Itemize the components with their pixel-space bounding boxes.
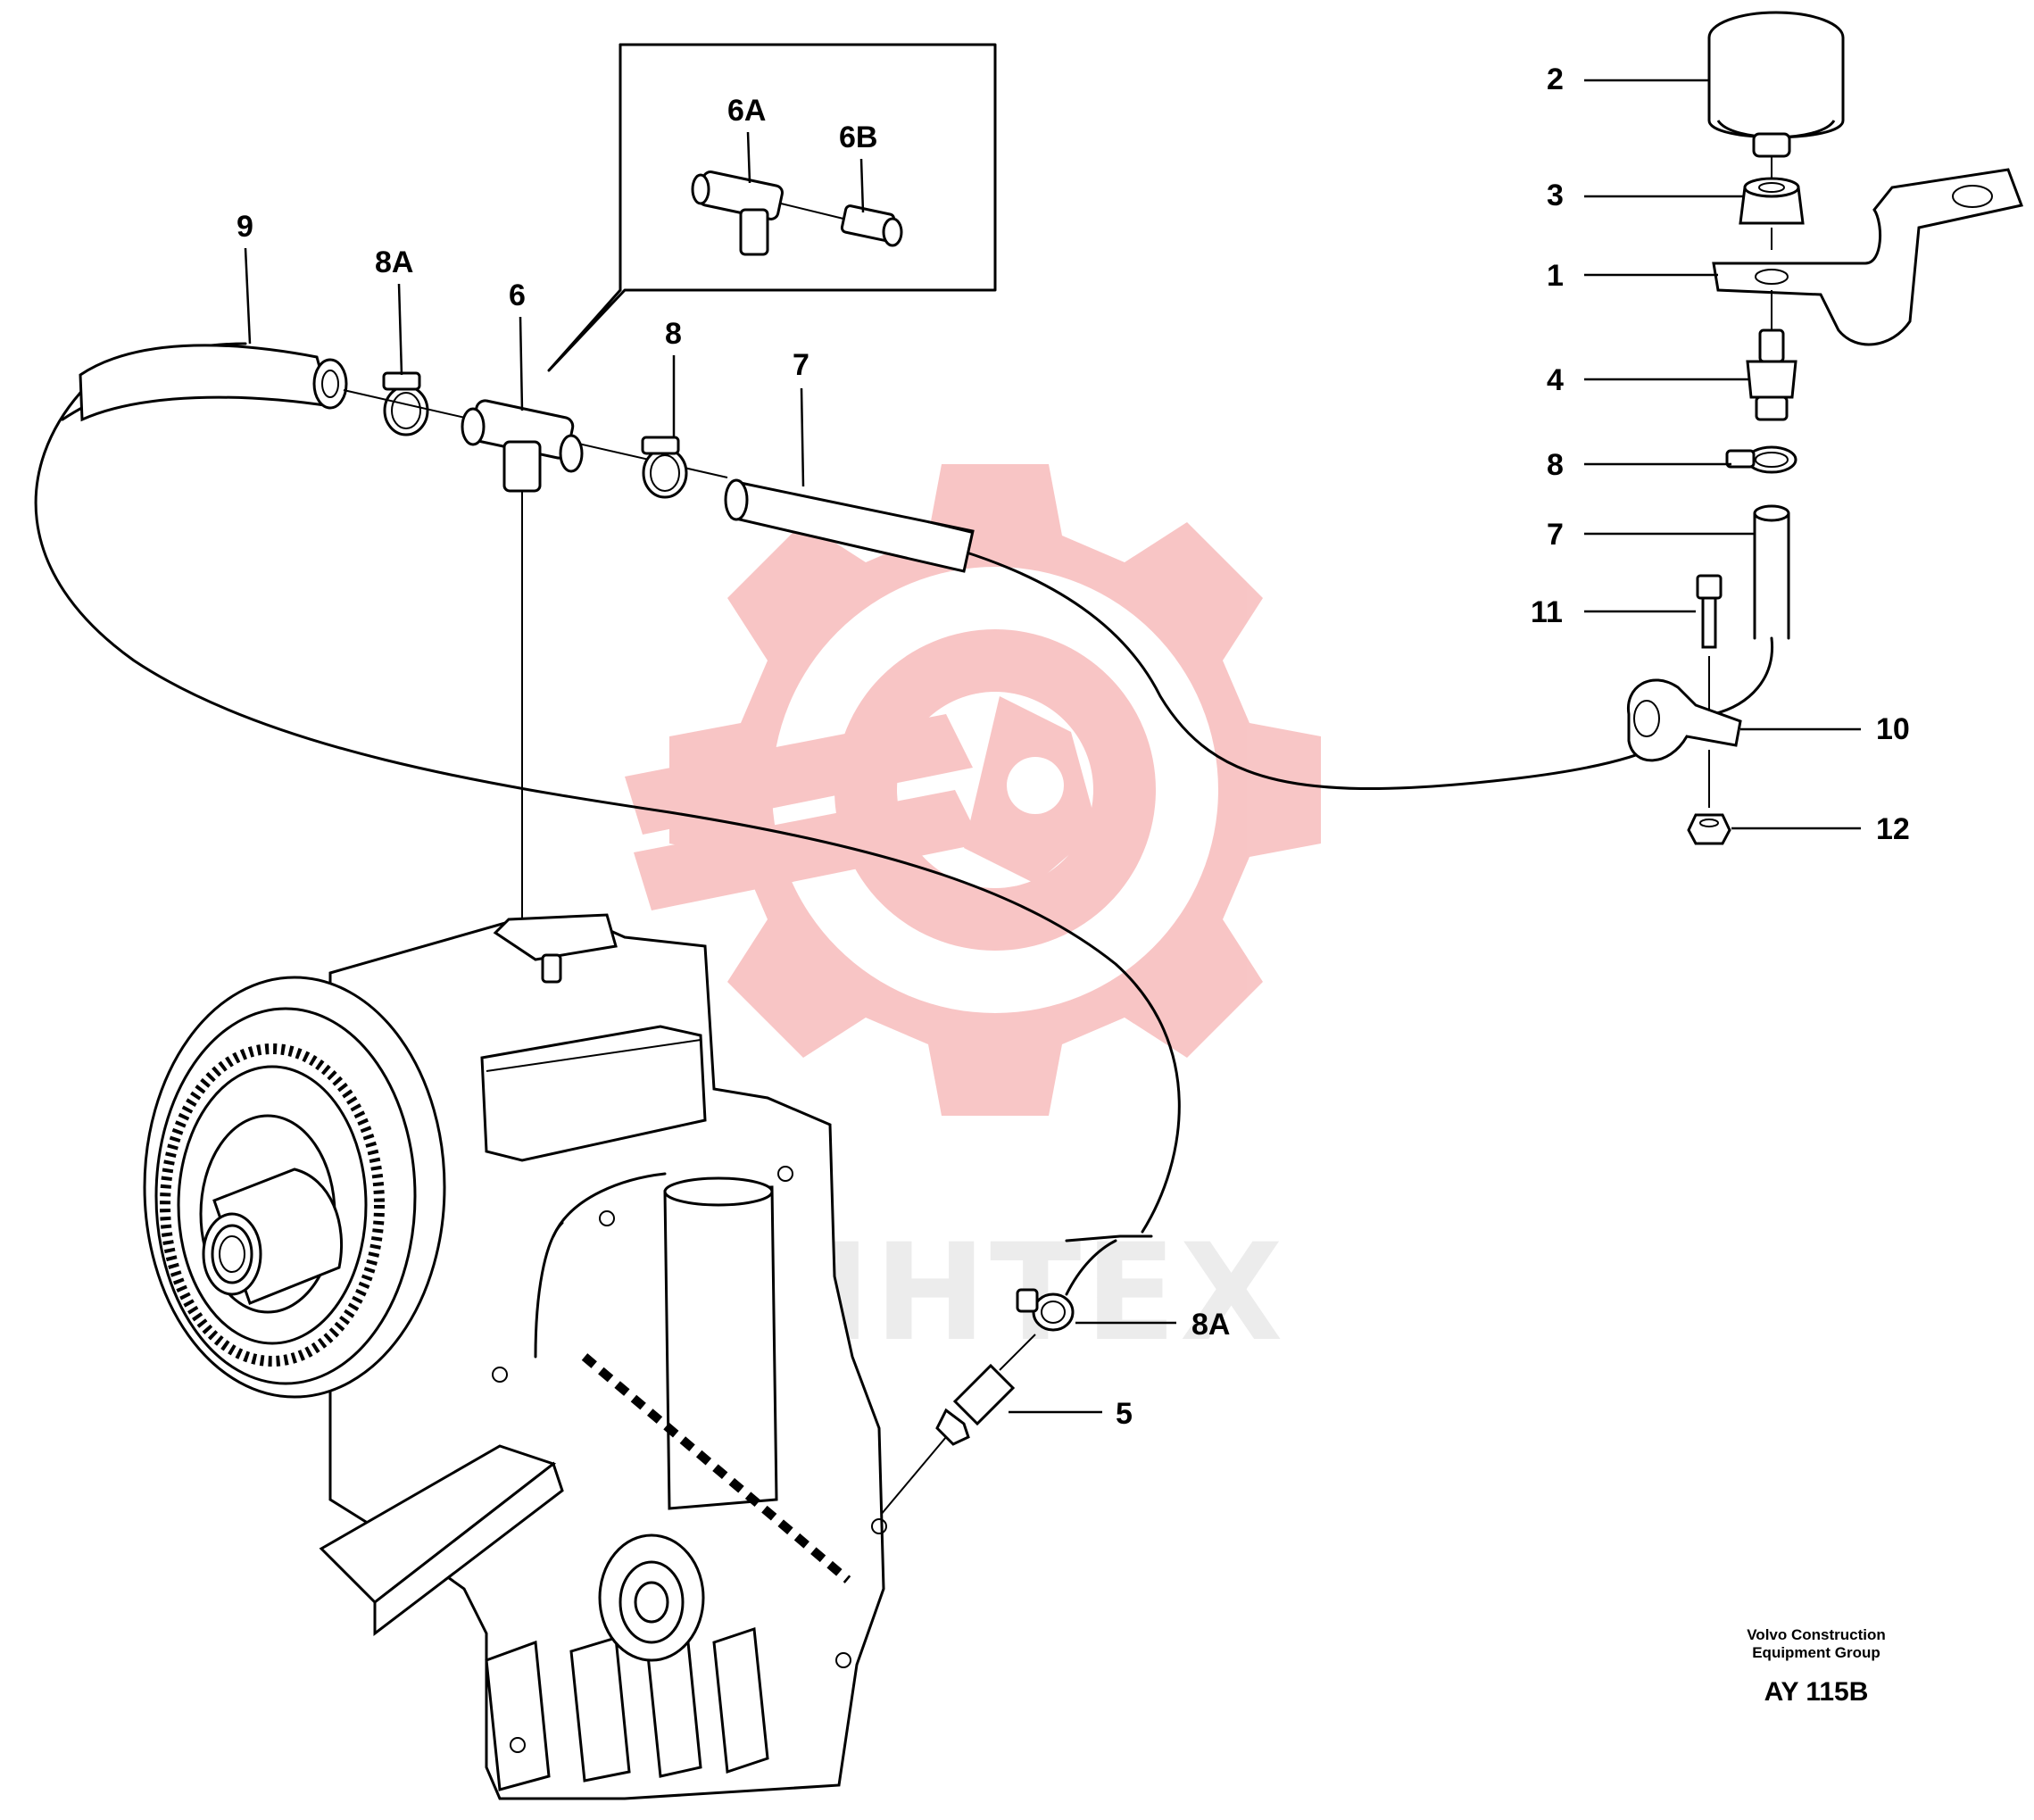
screw-11	[1696, 574, 1723, 649]
inset-box	[547, 43, 997, 372]
gear-wrench-logo-icon	[625, 464, 1321, 1116]
label-3: 3	[1547, 179, 1564, 212]
hose-7-left-part	[724, 478, 975, 573]
label-8-right: 8	[1547, 448, 1564, 482]
drawing-code: AY 115B	[1764, 1677, 1869, 1707]
label-7-left: 7	[793, 348, 809, 382]
part-labels: 9 8A 6 8 7 6A 6B 2 3 1 4 8 7 11 10	[237, 62, 1910, 1431]
hose-clamp-10	[1626, 678, 1742, 762]
flywheel-ring-gear	[143, 976, 446, 1399]
bracket-1	[1712, 168, 2024, 346]
label-8a-bottom: 8A	[1191, 1308, 1230, 1342]
ring-gear-teeth	[160, 1043, 385, 1367]
hose-clamp-8-right	[1725, 445, 1797, 474]
hose-clamp-8a-bottom	[1016, 1288, 1075, 1332]
label-6b: 6B	[839, 121, 877, 154]
label-8-left: 8	[665, 317, 682, 351]
fitting-5	[935, 1363, 1016, 1446]
nipple-4	[1746, 328, 1797, 421]
caption-line-2: Equipment Group	[1752, 1644, 1880, 1661]
label-12: 12	[1876, 812, 1910, 846]
hose-clamp-8a-left	[382, 371, 429, 436]
caption-line-1: Volvo Construction	[1747, 1626, 1886, 1643]
label-2: 2	[1547, 62, 1564, 96]
label-6a: 6A	[727, 94, 766, 128]
label-1: 1	[1547, 259, 1564, 293]
label-7-right: 7	[1547, 518, 1564, 552]
nut-12	[1687, 813, 1731, 845]
label-10: 10	[1876, 712, 1910, 746]
adapter-nut-3	[1739, 177, 1805, 225]
hose-line-9	[34, 391, 1181, 1234]
t-connector-6	[461, 399, 584, 493]
hose-line-7	[962, 550, 1662, 791]
dotted-connection-line	[581, 1353, 851, 1583]
label-9: 9	[237, 210, 253, 244]
hose-clamp-8-left	[641, 436, 688, 499]
hose-9-part	[79, 344, 348, 422]
label-11: 11	[1531, 595, 1563, 629]
t-connector-6a	[691, 170, 784, 256]
hose-7-right-part	[1753, 504, 1790, 640]
label-5: 5	[1116, 1397, 1133, 1431]
drawing-caption: Volvo Construction Equipment Group AY 11…	[1747, 1626, 1886, 1707]
breather-filter-2	[1707, 11, 1845, 158]
label-8a-left: 8A	[375, 245, 413, 279]
label-6: 6	[509, 278, 526, 312]
transmission-housing	[319, 913, 887, 1800]
adapter-6b	[840, 204, 903, 247]
label-4: 4	[1547, 363, 1564, 397]
